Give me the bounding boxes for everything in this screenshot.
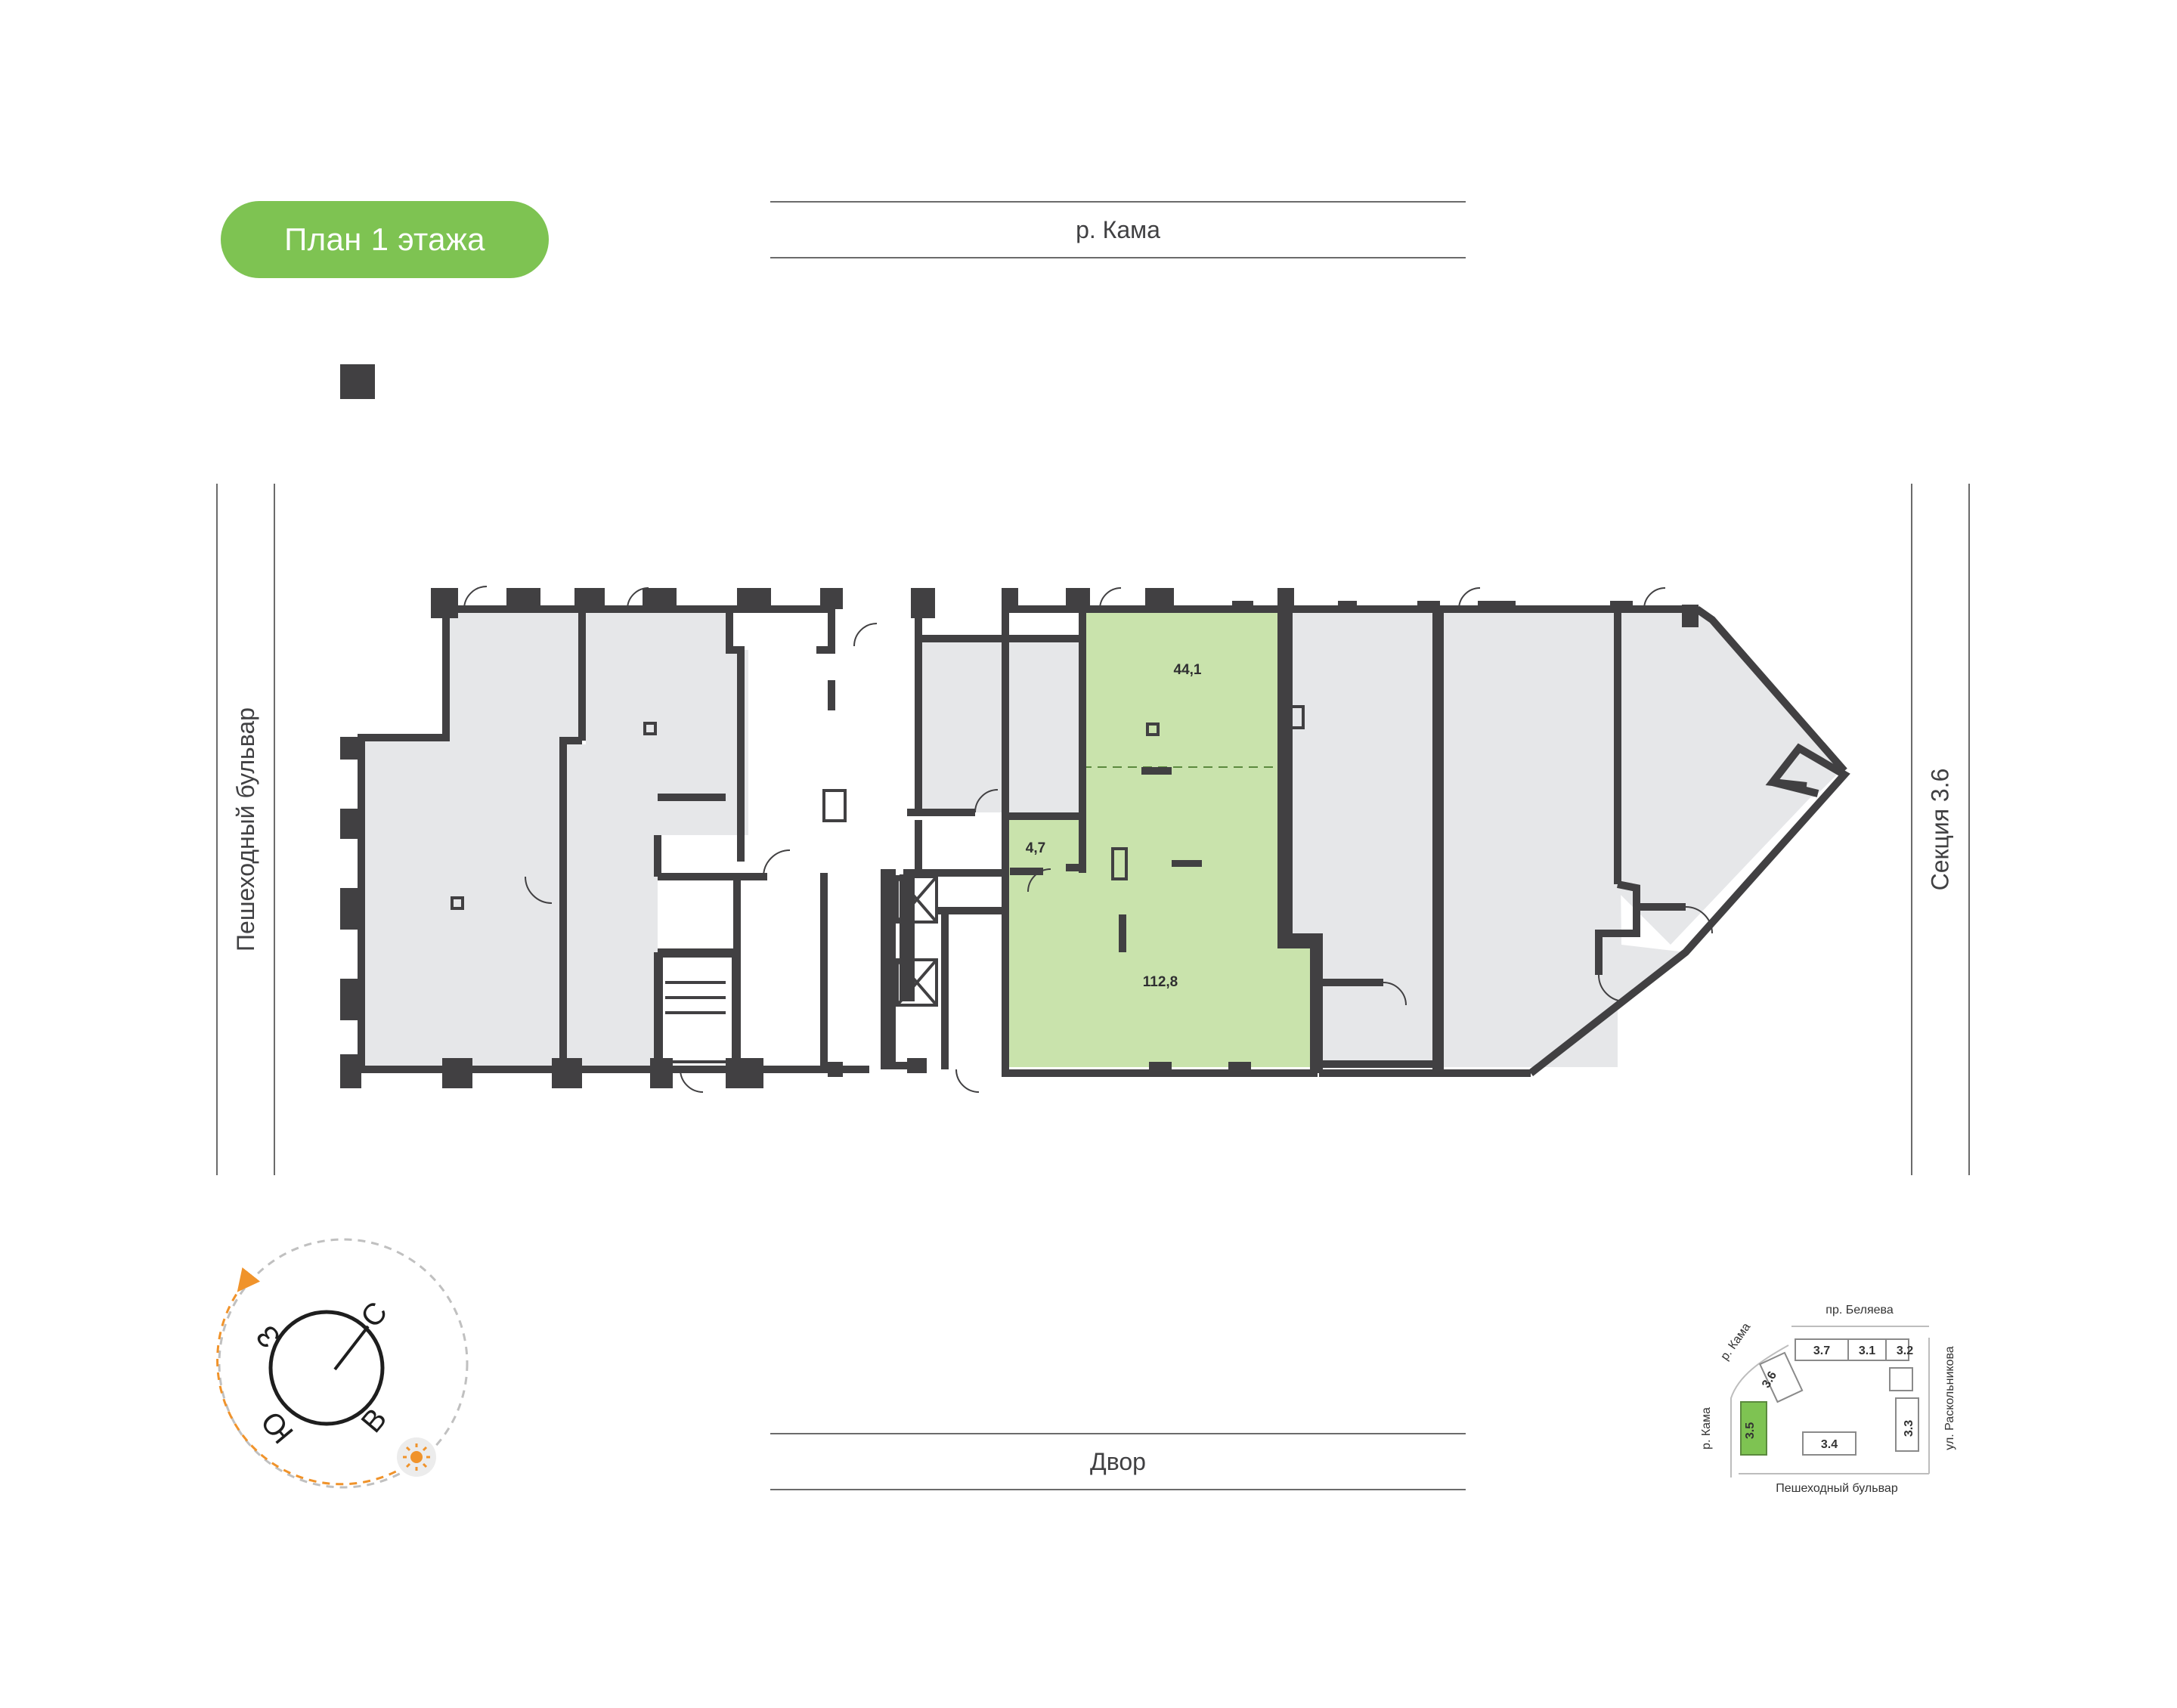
area-small: 4,7 xyxy=(1026,840,1045,856)
street-top: р. Кама xyxy=(770,201,1466,258)
fixtures xyxy=(451,705,1305,1063)
columns xyxy=(340,364,1699,1088)
street-bottom-label: Двор xyxy=(1090,1447,1146,1475)
key-plan-active-section xyxy=(1740,1401,1767,1456)
street-top-label: р. Кама xyxy=(1076,215,1160,243)
compass-ring xyxy=(268,1310,385,1426)
unit-8c xyxy=(1440,609,1686,1067)
key-street-right: ул. Раскольникова xyxy=(1943,1346,1956,1450)
key-river-lower: р. Кама xyxy=(1700,1407,1713,1450)
unit-1 xyxy=(361,609,582,1067)
street-bottom: Двор xyxy=(770,1433,1466,1490)
key-sec-3-1: 3.1 xyxy=(1859,1344,1875,1357)
key-river-upper: р. Кама xyxy=(1718,1321,1753,1363)
key-sec-3-5: 3.5 xyxy=(1744,1422,1757,1439)
unit-8b xyxy=(1618,609,1814,945)
key-plan: 3.7 3.1 3.2 3.6 3.5 3.3 3.4 пр. Беляева … xyxy=(1700,1304,1956,1495)
compass: С З Ю В xyxy=(216,1238,469,1489)
compass-east: В xyxy=(355,1402,394,1439)
compass-needle xyxy=(333,1325,370,1371)
unit-6 xyxy=(1293,609,1436,1067)
key-sec-3-2: 3.2 xyxy=(1897,1344,1913,1357)
key-street-top: пр. Беляева xyxy=(1826,1304,1894,1317)
area-upper: 44,1 xyxy=(1174,662,1202,678)
compass-orbit xyxy=(218,1238,469,1489)
doors xyxy=(463,586,1713,1093)
key-sec-3-3: 3.3 xyxy=(1903,1420,1915,1437)
key-sec-3-7: 3.7 xyxy=(1813,1344,1830,1357)
compass-north: С xyxy=(355,1295,394,1333)
key-street-bottom: Пешеходный бульвар xyxy=(1776,1482,1898,1495)
floor-title-badge: План 1 этажа xyxy=(221,201,549,278)
sun-path-arc xyxy=(216,1267,405,1486)
area-main: 112,8 xyxy=(1143,974,1178,990)
street-right: Секция 3.6 xyxy=(1911,484,1970,1175)
compass-west: З xyxy=(249,1319,286,1354)
street-left: Пешеходный бульвар xyxy=(216,484,275,1175)
left-units xyxy=(361,609,1844,1067)
sun-icon xyxy=(397,1437,436,1477)
key-sec-3-4: 3.4 xyxy=(1821,1438,1838,1451)
